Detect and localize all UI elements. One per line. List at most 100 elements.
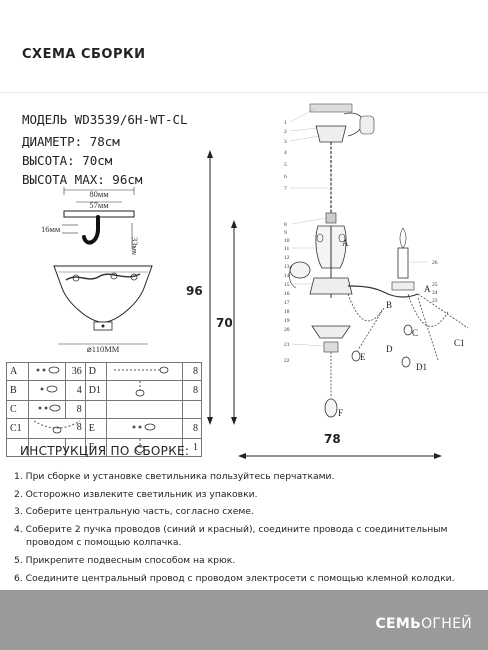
crystal-garland-icon — [33, 420, 80, 434]
part-qty: 1 — [181, 438, 203, 457]
part-icon-cell — [27, 362, 66, 381]
ceiling-plate — [309, 103, 353, 113]
crystal-chain-icon — [114, 366, 169, 374]
callout-1: 1 — [284, 120, 287, 126]
part-qty: 36 — [64, 362, 86, 381]
cup-dim-110: ⌀110ММ — [87, 344, 120, 354]
callout-13: 13 — [284, 264, 290, 270]
callout-20: 20 — [284, 327, 290, 333]
callout-18: 18 — [284, 309, 290, 315]
part-icon-cell — [106, 438, 183, 457]
instruction-step: 3. Соберите центральную часть, согласно … — [14, 506, 254, 518]
hook-dim-57: 57мм — [89, 200, 109, 210]
callout-7: 7 — [284, 186, 287, 192]
footer: СЕМЬОГНЕЙ — [0, 590, 488, 650]
part-letter: C1 — [6, 418, 29, 439]
height-dimension-lines — [207, 150, 237, 425]
label-D: D — [386, 344, 393, 354]
model-spec: МОДЕЛЬ WD3539/6H-WT-CL — [22, 112, 188, 127]
part-letter: B — [6, 380, 29, 401]
label-A-upper: A — [342, 238, 349, 248]
callout-22: 22 — [284, 358, 290, 364]
part-letter — [84, 400, 108, 419]
parts-table: A 36 D 8 B 4 D1 8 C 8 C1 8 — [6, 362, 203, 457]
candle-socket — [397, 247, 409, 279]
arm — [347, 285, 419, 298]
hook-dim-80: 80мм — [89, 189, 109, 199]
hook-dim-16: 16мм — [41, 224, 61, 234]
instruction-step: 6. Соедините центральный провод с провод… — [14, 572, 455, 584]
instruction-step: 2. Осторожно извлеките светильник из упа… — [14, 488, 258, 500]
part-icon-cell: 8 — [27, 418, 86, 439]
candle-bulb — [399, 227, 407, 249]
instruction-step: 5. Прикрепите подвесным способом на крюк… — [14, 554, 236, 566]
brand-logo: СЕМЬОГНЕЙ — [375, 616, 472, 632]
part-letter: C — [6, 400, 29, 419]
canopy — [315, 125, 347, 143]
hook-sketch: 80мм 57мм 16мм 33мм — [41, 187, 140, 255]
instruction-step: 1. При сборке и установке светильника по… — [14, 471, 335, 482]
callout-11: 11 — [284, 246, 290, 252]
table-row: F 1 — [6, 438, 203, 457]
label-A-right: A — [424, 284, 431, 294]
part-icon-cell — [106, 362, 183, 381]
part-letter: D — [84, 362, 108, 381]
instruction-step-continued: проводом с помощью колпачка. — [26, 537, 182, 549]
callout-16: 16 — [284, 291, 290, 297]
crystal-drop-icon — [136, 439, 145, 453]
header: СХЕМА СБОРКИ — [0, 0, 488, 92]
part-icon-cell — [27, 400, 66, 419]
terminal-block — [359, 115, 375, 135]
label-E: E — [360, 352, 366, 362]
part-icon-cell — [106, 380, 183, 401]
table-row: C1 8 E 8 — [6, 418, 203, 439]
label-C: C — [412, 328, 418, 338]
chandelier-assembly-diagram: 1 2 3 4 5 6 7 8 9 10 11 12 13 14 15 16 1… — [284, 103, 469, 418]
part-letter: E — [84, 418, 108, 439]
diameter-spec: ДИАМЕТР: 78см — [22, 134, 120, 149]
callout-4: 4 — [284, 150, 287, 156]
callout-25: 25 — [432, 282, 438, 288]
callout-9: 9 — [284, 230, 287, 236]
header-divider — [0, 92, 488, 93]
instruction-step: 4. Соберите 2 пучка проводов (синий и кр… — [14, 523, 448, 535]
callout-24: 24 — [432, 290, 438, 296]
table-row: B 4 D1 8 — [6, 380, 203, 401]
callout-23: 23 — [432, 298, 438, 304]
part-icon-cell — [106, 418, 183, 439]
crystal-bead-icon — [40, 385, 58, 393]
callout-15: 15 — [284, 282, 290, 288]
callout-12: 12 — [284, 255, 290, 261]
callout-8: 8 — [284, 222, 287, 228]
crystal-bead-icon — [132, 423, 156, 431]
part-letter: A — [6, 362, 29, 381]
cup-sketch: ⌀110ММ — [53, 265, 153, 354]
central-hub — [309, 277, 353, 295]
crystal-bead-icon — [38, 404, 61, 412]
hook-dim-33: 33мм — [130, 237, 140, 255]
dimension-label-70: 70 — [216, 316, 233, 330]
part-icon-cell — [106, 400, 183, 419]
page-title: СХЕМА СБОРКИ — [22, 47, 146, 62]
part-qty: 4 — [64, 380, 86, 401]
dimension-label-78: 78 — [324, 432, 341, 446]
label-F: F — [338, 408, 343, 418]
label-D1: D1 — [416, 362, 427, 372]
callout-2: 2 — [284, 129, 287, 135]
label-C1: C1 — [454, 338, 465, 348]
callout-17: 17 — [284, 300, 290, 306]
callout-6: 6 — [284, 174, 287, 180]
height-spec: ВЫСОТА: 70см — [22, 153, 113, 168]
table-row: A 36 D 8 — [6, 362, 203, 381]
callout-26: 26 — [432, 260, 438, 266]
part-icon-cell — [27, 380, 66, 401]
brand-logo-light: ОГНЕЙ — [421, 616, 472, 632]
width-dimension-line — [238, 453, 442, 459]
table-row: C 8 — [6, 400, 203, 419]
crystal-chain-icon — [136, 381, 145, 397]
dimension-label-96: 96 — [186, 284, 203, 298]
brand-logo-bold: СЕМЬ — [375, 616, 422, 632]
part-qty — [64, 438, 86, 457]
part-qty: 8 — [64, 400, 86, 419]
callout-14: 14 — [284, 273, 290, 279]
